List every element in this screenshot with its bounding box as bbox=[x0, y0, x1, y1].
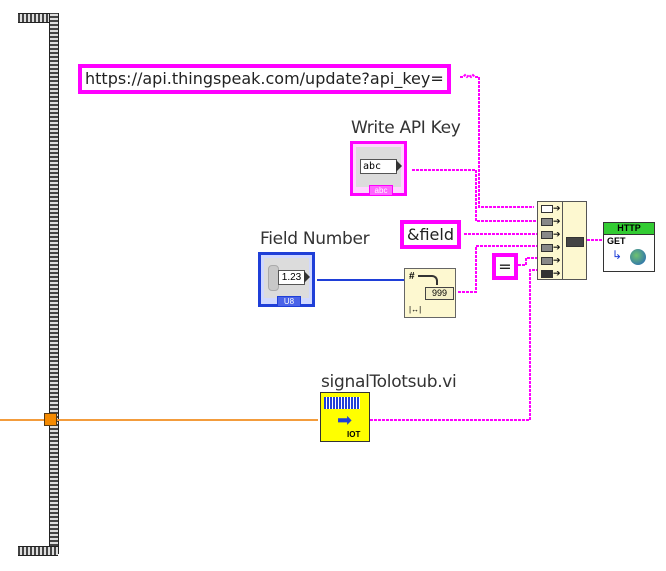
api-key-string-wire[interactable] bbox=[412, 169, 537, 222]
string-type-badge: abc bbox=[369, 185, 393, 196]
write-api-key-control[interactable]: abc abc bbox=[350, 141, 407, 196]
loop-frame-right-edge[interactable] bbox=[49, 13, 59, 554]
hash-symbol: # bbox=[409, 271, 415, 282]
url-string-wire[interactable] bbox=[460, 73, 534, 208]
loop-frame-top bbox=[18, 13, 58, 23]
concat-input-4-icon bbox=[541, 244, 553, 252]
loop-frame-bottom bbox=[18, 546, 58, 556]
equals-string-wire[interactable] bbox=[518, 257, 537, 266]
subvi-string-wire[interactable] bbox=[370, 269, 537, 421]
field-number-string-wire[interactable] bbox=[458, 245, 537, 293]
subvi-label: signalTolotsub.vi bbox=[321, 372, 457, 392]
waveform-icon bbox=[324, 397, 360, 409]
concat-input-6-icon bbox=[541, 270, 553, 278]
curved-arrow-icon bbox=[418, 275, 438, 285]
field-number-label: Field Number bbox=[260, 229, 370, 249]
http-header: HTTP bbox=[604, 223, 654, 235]
http-get-function[interactable]: HTTP GET ↳ bbox=[603, 222, 655, 272]
concat-input-5-icon bbox=[541, 257, 553, 265]
concatenate-strings-function[interactable]: ➔➔➔➔➔➔ bbox=[537, 201, 587, 280]
string-output-box: 999 bbox=[425, 287, 454, 300]
field-string-constant[interactable]: &field bbox=[400, 220, 461, 249]
signal-to-iot-subvi[interactable]: ➡ IOT bbox=[320, 392, 370, 442]
concat-input-1-icon bbox=[541, 205, 553, 213]
concat-output-icon bbox=[566, 237, 584, 247]
concat-arrows: ➔➔➔➔➔➔ bbox=[553, 203, 561, 278]
url-string-constant[interactable]: https://api.thingspeak.com/update?api_ke… bbox=[78, 64, 451, 94]
concat-inputs-column bbox=[538, 202, 563, 279]
right-arrow-icon: ➡ bbox=[337, 410, 353, 430]
write-api-key-label: Write API Key bbox=[351, 118, 461, 138]
string-indicator-box: abc bbox=[360, 159, 397, 174]
iot-text: IOT bbox=[347, 430, 361, 439]
output-terminal-arrow-icon bbox=[396, 160, 402, 172]
globe-computer-icon bbox=[630, 249, 646, 265]
width-symbol-icon: |↔| bbox=[409, 305, 422, 314]
concat-input-3-icon bbox=[541, 231, 553, 239]
concat-input-2-icon bbox=[541, 218, 553, 226]
field-number-control[interactable]: 1.23 U8 bbox=[258, 252, 315, 307]
numeric-indicator-box: 1.23 bbox=[278, 270, 305, 285]
cluster-tunnel[interactable] bbox=[44, 413, 57, 426]
number-to-decimal-string-function[interactable]: # 999 |↔| bbox=[404, 268, 456, 318]
u8-type-badge: U8 bbox=[277, 296, 301, 307]
http-method: GET bbox=[607, 236, 626, 246]
equals-string-constant[interactable]: = bbox=[492, 253, 518, 280]
output-terminal-arrow-icon bbox=[304, 271, 310, 283]
return-arrow-icon: ↳ bbox=[612, 248, 623, 262]
